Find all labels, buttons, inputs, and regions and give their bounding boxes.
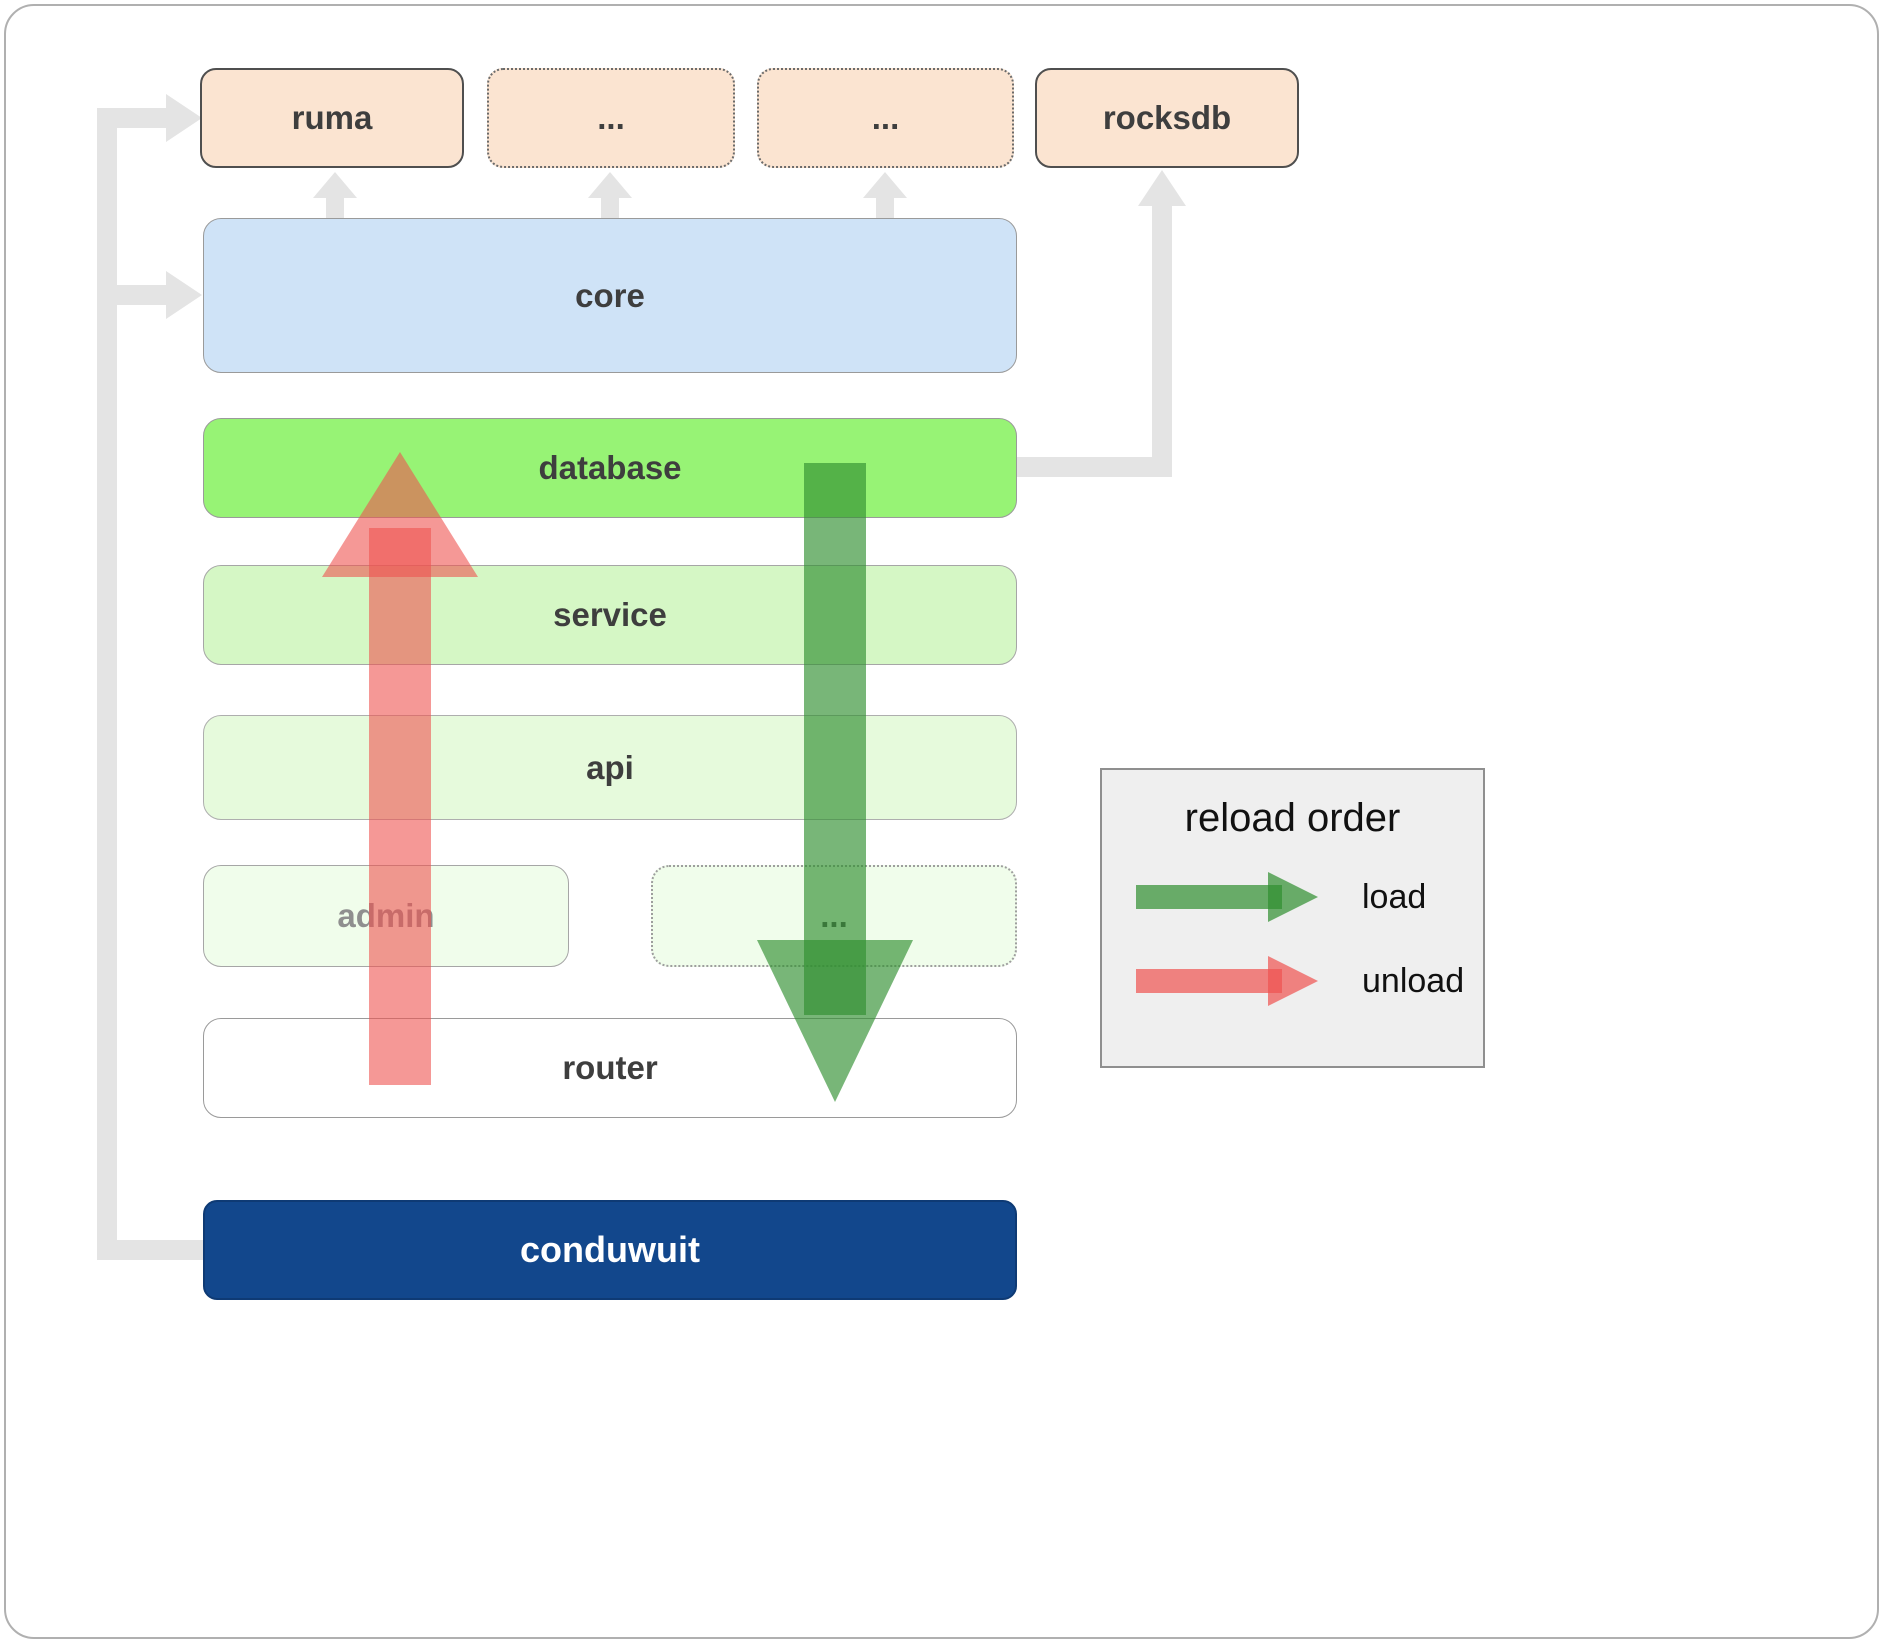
rocksdb-connector-arrowhead [1138, 170, 1186, 206]
conduwuit-connector [97, 108, 203, 1260]
node-api: api [203, 715, 1017, 820]
rocksdb-connector [1017, 202, 1172, 477]
node-service: service [203, 565, 1017, 665]
node-core-label: core [575, 276, 645, 314]
node-router: router [203, 1018, 1017, 1118]
unload-arrow-icon [1136, 956, 1318, 1006]
node-database-label: database [538, 449, 682, 486]
legend-unload-label: unload [1362, 961, 1465, 1000]
conduwuit-connector-arrowheads [166, 94, 202, 319]
load-arrow-icon [1136, 872, 1318, 922]
legend-title: reload order [1184, 796, 1401, 840]
node-ruma: ruma [200, 68, 464, 168]
node-admin: admin [203, 865, 569, 967]
node-admin-label: admin [337, 897, 435, 934]
node-other-dependency-1: ... [487, 68, 735, 168]
node-database: database [203, 418, 1017, 518]
legend-reload-order: reload order load unload [1100, 768, 1485, 1068]
diagram-border [4, 4, 1879, 1639]
node-router-label: router [562, 1049, 658, 1086]
node-service-label: service [553, 596, 667, 633]
legend-load-label: load [1362, 877, 1427, 916]
node-other-module-label: ... [820, 897, 848, 934]
node-other-dependency-2: ... [757, 68, 1014, 168]
node-ruma-label: ruma [291, 99, 373, 136]
node-rocksdb-label: rocksdb [1102, 99, 1232, 136]
node-rocksdb: rocksdb [1035, 68, 1299, 168]
node-api-label: api [586, 748, 634, 786]
node-other-dependency-2-label: ... [871, 99, 900, 136]
legend-row-load: load [1102, 855, 1483, 939]
node-core: core [203, 218, 1017, 373]
node-other-dependency-1-label: ... [597, 99, 625, 136]
node-conduwuit: conduwuit [203, 1200, 1017, 1300]
legend-row-unload: unload [1102, 939, 1483, 1023]
node-other-module: ... [651, 865, 1017, 967]
core-to-deps-arrows [313, 172, 907, 218]
node-conduwuit-label: conduwuit [520, 1229, 700, 1270]
